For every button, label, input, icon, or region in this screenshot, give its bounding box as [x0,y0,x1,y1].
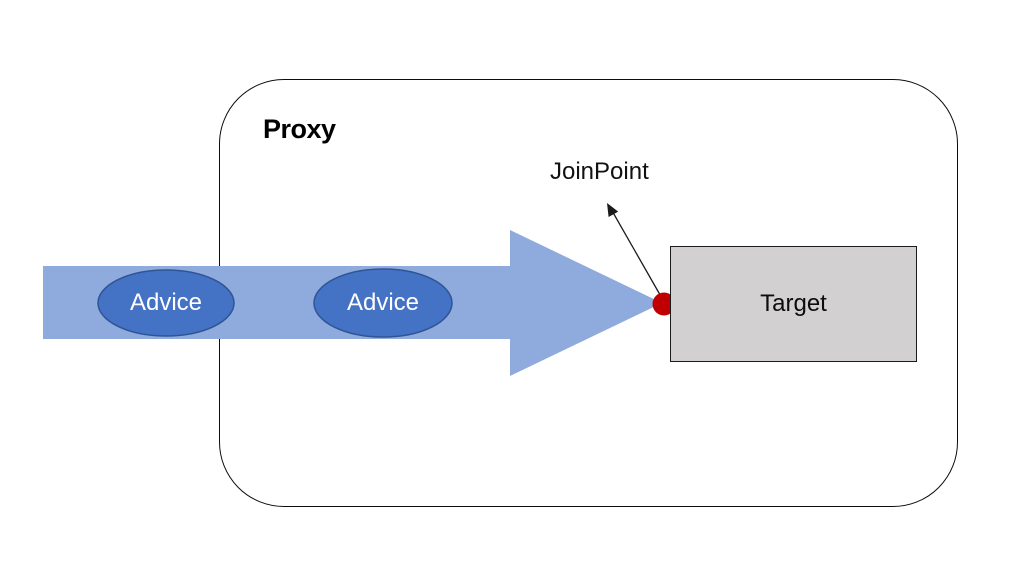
advice-label: Advice [346,289,420,316]
advice-label: Advice [129,289,203,316]
target-label: Target [760,290,827,317]
joinpoint-label: JoinPoint [550,158,649,185]
joinpoint-pointer-line [610,208,664,301]
target-box: Target [670,246,917,362]
joinpoint-pointer-arrowhead-icon [607,203,619,217]
joinpoint-dot [652,292,676,316]
proxy-label: Proxy [263,114,336,144]
advice-ellipse [97,269,235,337]
advice-ellipse [313,268,453,338]
